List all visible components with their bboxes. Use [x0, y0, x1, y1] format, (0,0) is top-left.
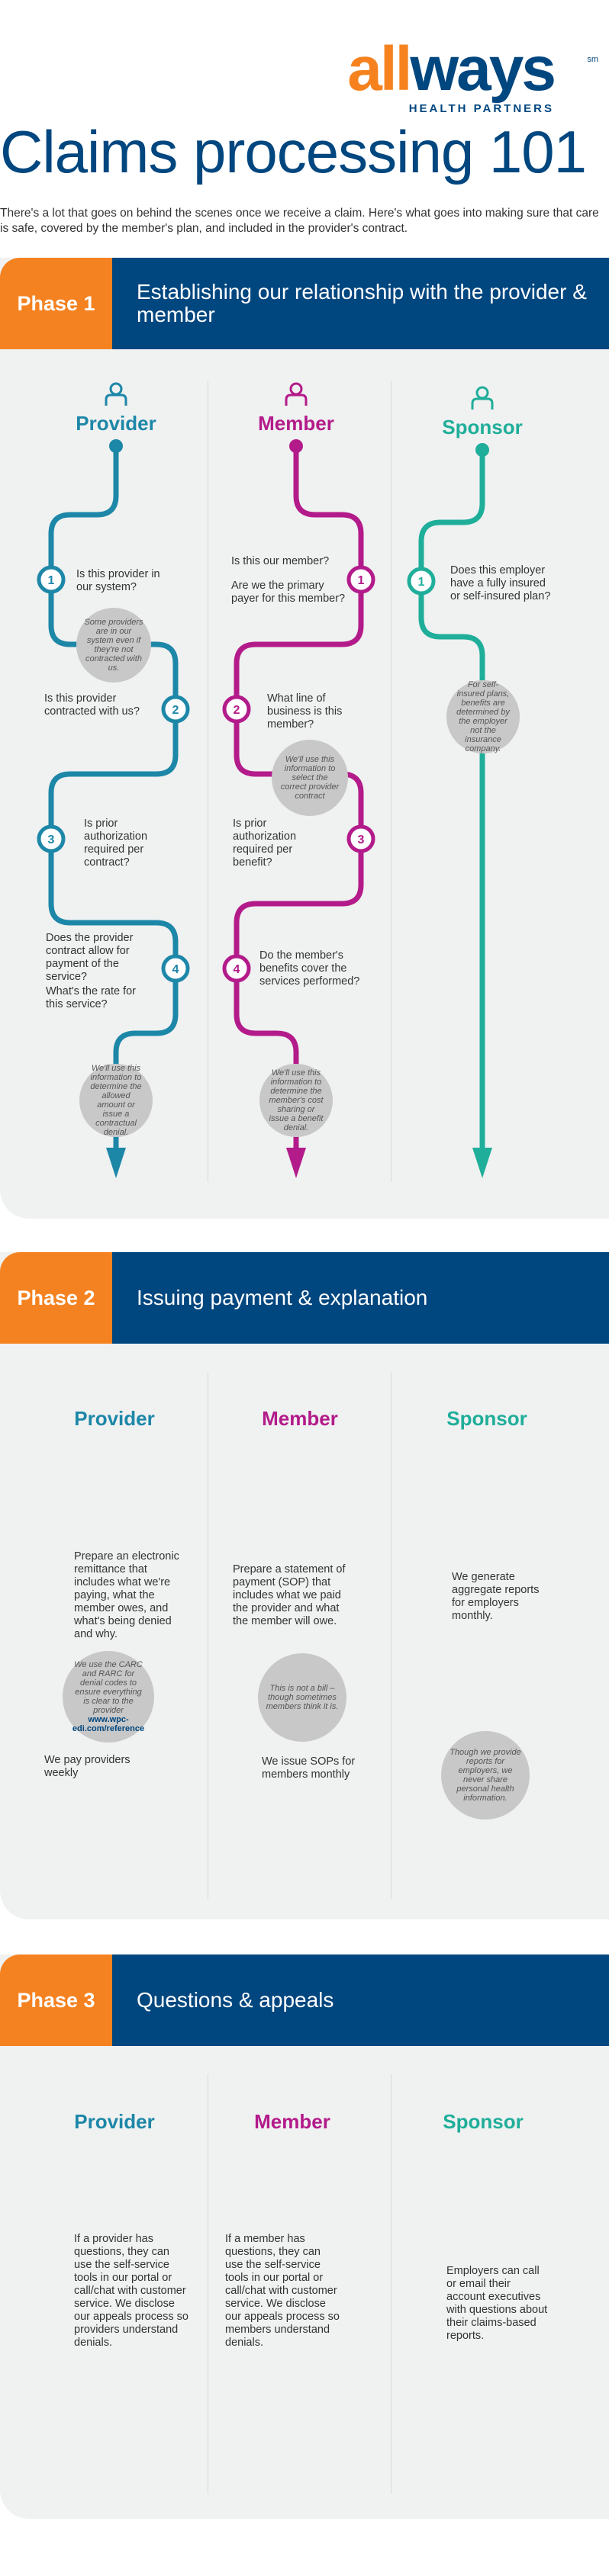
- phase1-sponsor-markers: 1: [407, 567, 436, 596]
- p2-provider-note1-link[interactable]: www.wpc-edi.com/reference: [72, 1715, 145, 1733]
- svg-text:4: 4: [172, 963, 179, 976]
- p3-sponsor-step1: Employers can call or email their accoun…: [446, 2265, 548, 2342]
- phase1-provider-arrow: [106, 1148, 126, 1178]
- phase2-title: Issuing payment & explanation: [112, 1252, 609, 1344]
- p2-member-step1: Prepare a statement of payment (SOP) tha…: [233, 1563, 346, 1627]
- p1-provider-step3: Is prior authorization required per cont…: [84, 817, 148, 869]
- p2-member-step2: We issue SOPs for members monthly: [262, 1755, 356, 1781]
- svg-text:1: 1: [358, 574, 365, 587]
- phase2-provider-heading: Provider: [74, 1407, 155, 1430]
- p1-provider-note2: We'll use this information to determine …: [79, 1064, 153, 1137]
- column-divider: [391, 381, 392, 1182]
- phase3-sponsor-heading: Sponsor: [443, 2110, 524, 2133]
- p1-member-step1a: Is this our member?: [231, 555, 330, 567]
- p2-provider-step2: We pay providers weekly: [44, 1754, 130, 1779]
- phase3-tag: Phase 3: [0, 1954, 112, 2046]
- logo-tagline: HEALTH PARTNERS: [408, 102, 554, 115]
- phase1-sponsor-heading: Sponsor: [442, 416, 523, 438]
- p1-provider-note1: Some providers are in our system even if…: [76, 608, 151, 683]
- phase1-member-person-icon: [285, 382, 308, 407]
- phase1-sponsor-person-icon: [471, 386, 494, 411]
- p3-member-step1: If a member has questions, they can use …: [225, 2233, 340, 2349]
- p1-provider-step2: Is this provider contracted with us?: [44, 692, 140, 718]
- flow-start-dot: [289, 439, 303, 453]
- phase1-provider-heading: Provider: [76, 412, 156, 435]
- phase2-tag: Phase 2: [0, 1252, 112, 1344]
- page-title: Claims processing 101: [0, 118, 587, 185]
- svg-text:4: 4: [234, 963, 240, 976]
- phase2-header: Phase 2 Issuing payment & explanation: [0, 1252, 609, 1344]
- phase1-member-arrow: [286, 1148, 306, 1178]
- p1-member-step3: Is prior authorization required per bene…: [233, 817, 297, 869]
- p2-provider-note1: We use the CARC and RARC for denial code…: [63, 1651, 154, 1742]
- phase3-member-heading: Member: [254, 2110, 330, 2133]
- phase3-provider-heading: Provider: [74, 2110, 155, 2133]
- phase1-provider-flow: [48, 443, 179, 1162]
- phase1-provider-markers: 1 2 3 4: [37, 565, 190, 983]
- svg-text:2: 2: [172, 704, 179, 717]
- logo-wordmark: allways: [347, 34, 556, 104]
- phase3-panel: [0, 1954, 609, 2519]
- p1-provider-step4a: Does the provider contract allow for pay…: [46, 932, 134, 983]
- p3-provider-step1: If a provider has questions, they can us…: [74, 2233, 188, 2349]
- phase1-member-heading: Member: [258, 412, 334, 435]
- phase1-sponsor-arrow: [472, 1148, 492, 1178]
- p1-member-step2: What line of business is this member?: [267, 692, 343, 731]
- phase1-member-markers: 1 2 3 4: [222, 565, 375, 983]
- p2-sponsor-step1: We generate aggregate reports for employ…: [452, 1571, 540, 1622]
- phase2-member-heading: Member: [262, 1407, 338, 1430]
- phase1-tag: Phase 1: [0, 258, 112, 349]
- svg-text:3: 3: [48, 834, 55, 846]
- p2-sponsor-note1: Though we provide reports for employers,…: [441, 1731, 530, 1820]
- p1-provider-step4b: What's the rate for this service?: [46, 985, 137, 1010]
- svg-text:1: 1: [418, 576, 425, 589]
- logo-servicemark: sm: [587, 55, 598, 64]
- flow-start-dot: [475, 443, 489, 457]
- phase1-sponsor-flow: [418, 447, 485, 1162]
- p1-member-step1b: Are we the primary payer for this member…: [231, 580, 346, 605]
- svg-text:1: 1: [48, 574, 55, 587]
- phase1-header: Phase 1 Establishing our relationship wi…: [0, 258, 609, 349]
- p2-provider-note1-text: We use the CARC and RARC for denial code…: [74, 1660, 143, 1715]
- p1-member-note2: We'll use this information to determine …: [259, 1064, 333, 1137]
- column-divider: [391, 1373, 392, 1899]
- intro-text: There's a lot that goes on behind the sc…: [0, 207, 599, 235]
- svg-text:3: 3: [358, 834, 365, 846]
- p2-member-note1: This is not a bill – though sometimes me…: [258, 1653, 346, 1742]
- phase1-title: Establishing our relationship with the p…: [112, 258, 609, 349]
- p1-sponsor-step1: Does this employer have a fully insured …: [450, 564, 551, 602]
- p1-provider-step1: Is this provider in our system?: [76, 568, 160, 593]
- column-divider: [391, 2074, 392, 2494]
- p1-member-note1: We'll use this information to select the…: [272, 740, 348, 816]
- svg-text:2: 2: [234, 704, 240, 717]
- allways-logo: allways sm HEALTH PARTNERS: [347, 38, 598, 116]
- phase2-sponsor-heading: Sponsor: [446, 1407, 527, 1430]
- phase3-title: Questions & appeals: [112, 1954, 609, 2046]
- p1-member-step4: Do the member's benefits cover the servi…: [259, 949, 360, 988]
- p2-provider-step1: Prepare an electronic remittance that in…: [74, 1550, 179, 1640]
- phase3-header: Phase 3 Questions & appeals: [0, 1954, 609, 2046]
- p1-sponsor-note1: For self-insured plans, benefits are det…: [446, 680, 520, 753]
- flow-start-dot: [109, 439, 123, 453]
- phase1-provider-person-icon: [105, 382, 127, 407]
